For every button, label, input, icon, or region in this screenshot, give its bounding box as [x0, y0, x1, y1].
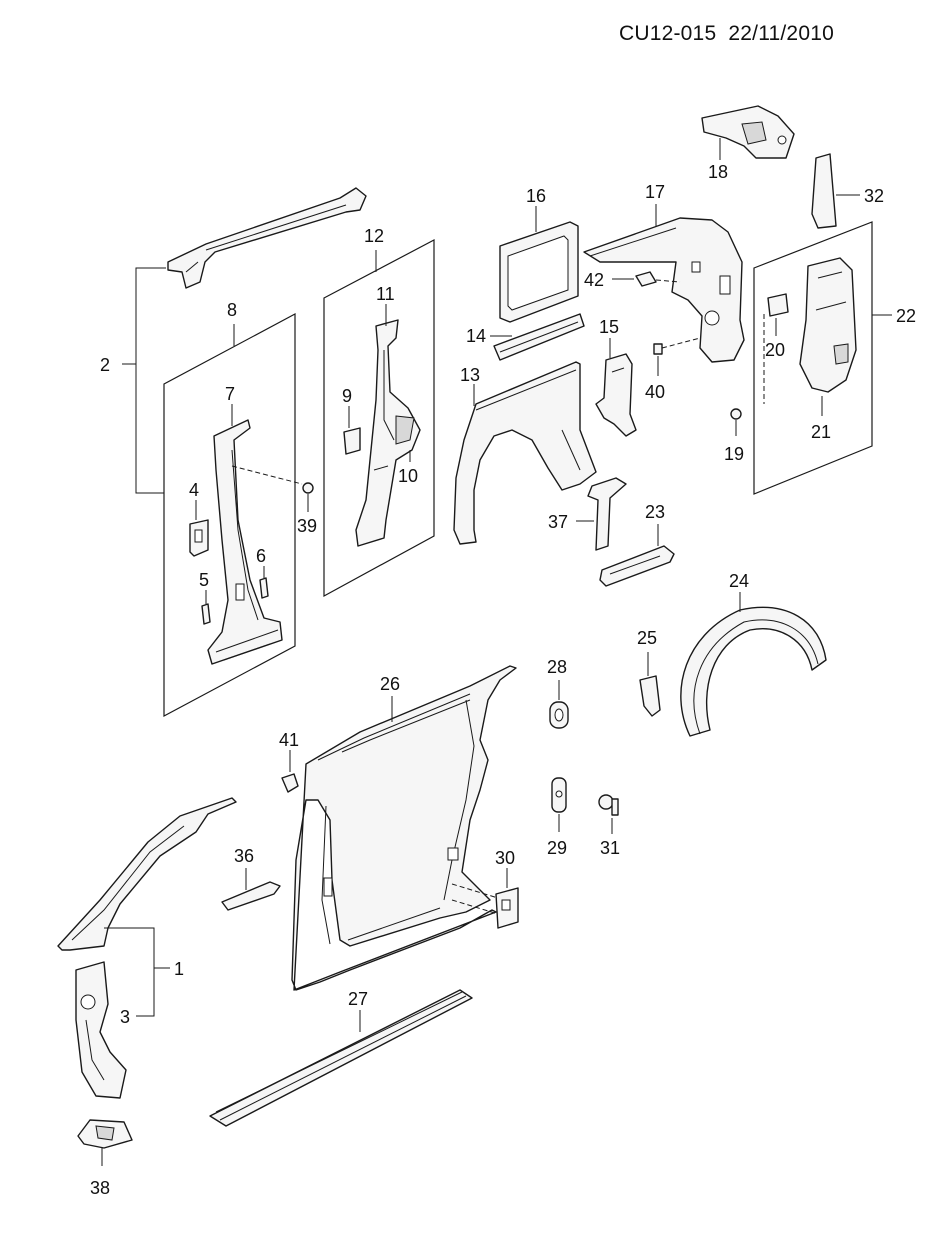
callout-40: 40	[645, 382, 665, 402]
callout-3: 3	[120, 1007, 130, 1027]
callout-23: 23	[645, 502, 665, 522]
part-36	[221, 881, 281, 911]
callout-4: 4	[189, 480, 199, 500]
callout-24: 24	[729, 571, 749, 591]
callout-27: 27	[348, 989, 368, 1009]
part-13-quarter-panel	[453, 361, 597, 545]
callout-11: 11	[376, 284, 395, 304]
part-17-inner-quarter	[583, 217, 745, 363]
group-box-22	[753, 221, 873, 495]
diagram-date: 22/11/2010	[728, 22, 834, 45]
callout-30: 30	[495, 848, 515, 868]
callout-10: 10	[398, 466, 418, 486]
callout-36: 36	[234, 846, 254, 866]
bracket-2	[135, 267, 166, 494]
callout-19: 19	[724, 444, 744, 464]
part-30	[495, 887, 519, 929]
callout-16: 16	[526, 186, 546, 206]
part-1-a-pillar	[57, 797, 237, 951]
callout-17: 17	[645, 182, 665, 202]
part-37	[587, 477, 627, 551]
part-15	[595, 353, 637, 437]
part-3-hinge-pillar	[75, 961, 127, 1099]
part-24-wheel-liner	[680, 606, 827, 737]
callout-26: 26	[380, 674, 400, 694]
part-9	[343, 427, 361, 455]
callout-37: 37	[548, 512, 568, 532]
part-29-plug	[551, 777, 567, 813]
part-26-body-side	[291, 665, 517, 991]
callout-38: 38	[90, 1178, 110, 1198]
group-box-12	[323, 239, 435, 598]
callout-41: 41	[279, 730, 299, 750]
callout-42: 42	[584, 270, 604, 290]
part-41	[281, 773, 299, 793]
part-2-roof-rail	[167, 187, 367, 289]
callout-5: 5	[199, 570, 209, 590]
part-32	[811, 153, 837, 229]
part-7-b-pillar	[207, 419, 283, 665]
callout-32: 32	[864, 186, 884, 206]
part-11-pillar	[355, 319, 421, 547]
callout-14: 14	[466, 326, 486, 346]
callout-18: 18	[708, 162, 728, 182]
part-16-window-frame	[499, 221, 579, 323]
callout-29: 29	[547, 838, 567, 858]
group-box-8	[163, 312, 296, 718]
bracket-1	[104, 927, 155, 1017]
callout-9: 9	[342, 386, 352, 406]
diagram-header: CU12-015 22/11/2010	[619, 22, 834, 46]
part-40	[653, 343, 663, 355]
part-6	[259, 577, 269, 599]
part-23	[599, 545, 675, 587]
part-20	[767, 293, 789, 317]
part-18	[701, 105, 795, 159]
part-39-nut	[302, 482, 314, 494]
part-19-nut	[730, 408, 742, 420]
callout-6: 6	[256, 546, 266, 566]
callout-20: 20	[765, 340, 785, 360]
callout-1: 1	[174, 959, 184, 979]
callout-13: 13	[460, 365, 480, 385]
part-25	[639, 675, 661, 717]
callout-31: 31	[600, 838, 620, 858]
part-28-grommet	[549, 701, 569, 729]
callout-28: 28	[547, 657, 567, 677]
part-4	[189, 519, 209, 557]
part-5	[201, 603, 211, 625]
part-27-rocker	[209, 989, 473, 1127]
callout-22: 22	[896, 306, 916, 326]
callout-15: 15	[599, 317, 619, 337]
diagram-code: CU12-015	[619, 22, 717, 45]
callout-21: 21	[811, 422, 831, 442]
part-14-rail	[493, 313, 585, 361]
part-21-inner-panel	[799, 257, 857, 393]
part-42	[635, 271, 657, 287]
callout-7: 7	[225, 384, 235, 404]
callout-39: 39	[297, 516, 317, 536]
callout-25: 25	[637, 628, 657, 648]
part-38	[77, 1119, 133, 1149]
callout-8: 8	[227, 300, 237, 320]
callout-2: 2	[100, 355, 110, 375]
part-31-bolt	[598, 794, 619, 816]
callout-12: 12	[364, 226, 384, 246]
